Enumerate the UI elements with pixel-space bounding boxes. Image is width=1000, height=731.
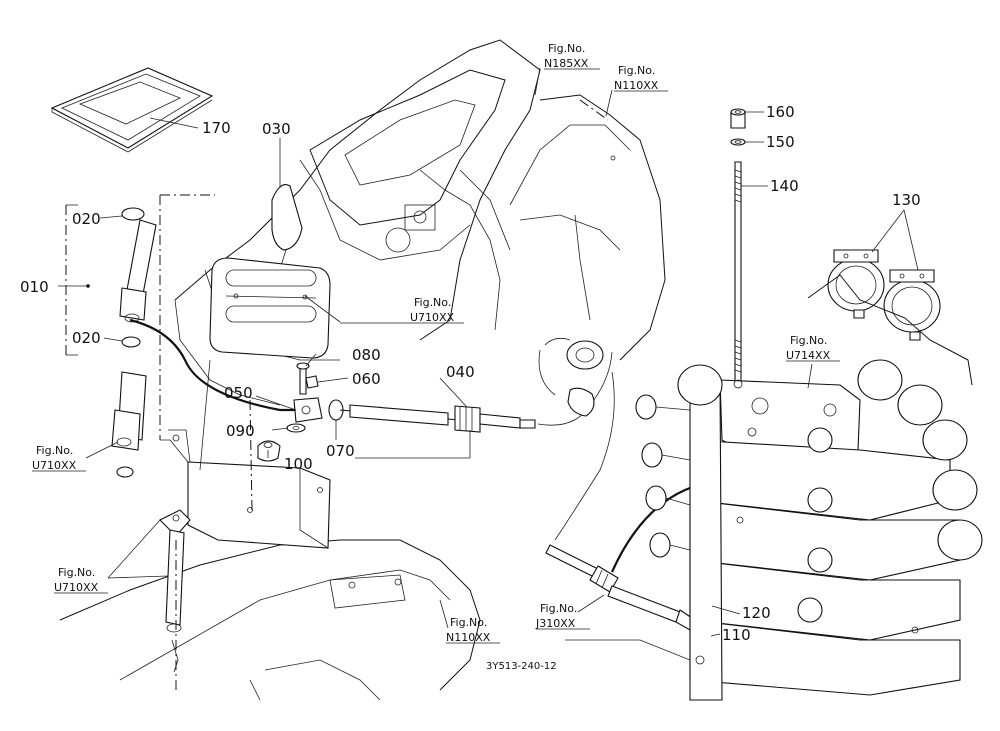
figref-u714-a: Fig.No. <box>790 334 827 347</box>
figref-u710-left-a: Fig.No. <box>36 444 73 457</box>
solenoid-covers <box>807 249 973 386</box>
label-090: 090 <box>226 422 255 440</box>
label-130: 130 <box>892 191 921 209</box>
label-040: 040 <box>446 363 475 381</box>
drawing-code: 3Y513-240-12 <box>486 661 557 672</box>
lower-link-rod <box>159 509 191 690</box>
figref-u710-mid-a: Fig.No. <box>414 296 451 309</box>
figure-references: Fig.No. N185XX Fig.No. N110XX Fig.No. U7… <box>32 42 840 644</box>
manual-booklet <box>50 67 214 153</box>
figref-u710-low-b: U710XX <box>54 581 99 594</box>
label-010: 010 <box>20 278 49 296</box>
figref-j310-b: J310XX <box>535 617 576 630</box>
figref-u710-low-a: Fig.No. <box>58 566 95 579</box>
figref-n110-top-a: Fig.No. <box>618 64 655 77</box>
label-170: 170 <box>202 119 231 137</box>
figref-n110-low-a: Fig.No. <box>450 616 487 629</box>
label-020-top: 020 <box>72 210 101 228</box>
push-pull-cable <box>339 351 613 433</box>
figref-u714-b: U714XX <box>786 349 831 362</box>
label-150: 150 <box>766 133 795 151</box>
control-lever-assembly <box>65 204 157 478</box>
label-110: 110 <box>722 626 751 644</box>
floor-outline <box>59 539 701 701</box>
figref-n110-low-b: N110XX <box>446 631 491 644</box>
label-060: 060 <box>352 370 381 388</box>
figref-n185-b: N185XX <box>544 57 589 70</box>
label-050: 050 <box>224 384 253 402</box>
figref-u710-mid-b: U710XX <box>410 311 455 324</box>
fender-outline <box>509 94 666 361</box>
stud-bolt-set <box>730 108 746 386</box>
bracket-plate <box>159 194 331 549</box>
control-valve-block <box>635 359 983 701</box>
figref-u710-left-b: U710XX <box>32 459 77 472</box>
label-120: 120 <box>742 604 771 622</box>
label-020-bottom: 020 <box>72 329 101 347</box>
label-030: 030 <box>262 120 291 138</box>
figref-n185-a: Fig.No. <box>548 42 585 55</box>
label-100: 100 <box>284 455 313 473</box>
leader-lines <box>58 67 919 637</box>
shift-lever <box>209 184 331 359</box>
lever-cable <box>129 318 296 412</box>
figref-j310-a: Fig.No. <box>540 602 577 615</box>
label-160: 160 <box>766 103 795 121</box>
label-080: 080 <box>352 346 381 364</box>
figref-n110-top-b: N110XX <box>614 79 659 92</box>
label-140: 140 <box>770 177 799 195</box>
part-number-labels: 170 030 020 010 020 080 060 040 050 090 … <box>20 103 921 644</box>
cable-pulley <box>538 337 604 417</box>
label-070: 070 <box>326 442 355 460</box>
cable-joint-parts <box>257 362 344 462</box>
